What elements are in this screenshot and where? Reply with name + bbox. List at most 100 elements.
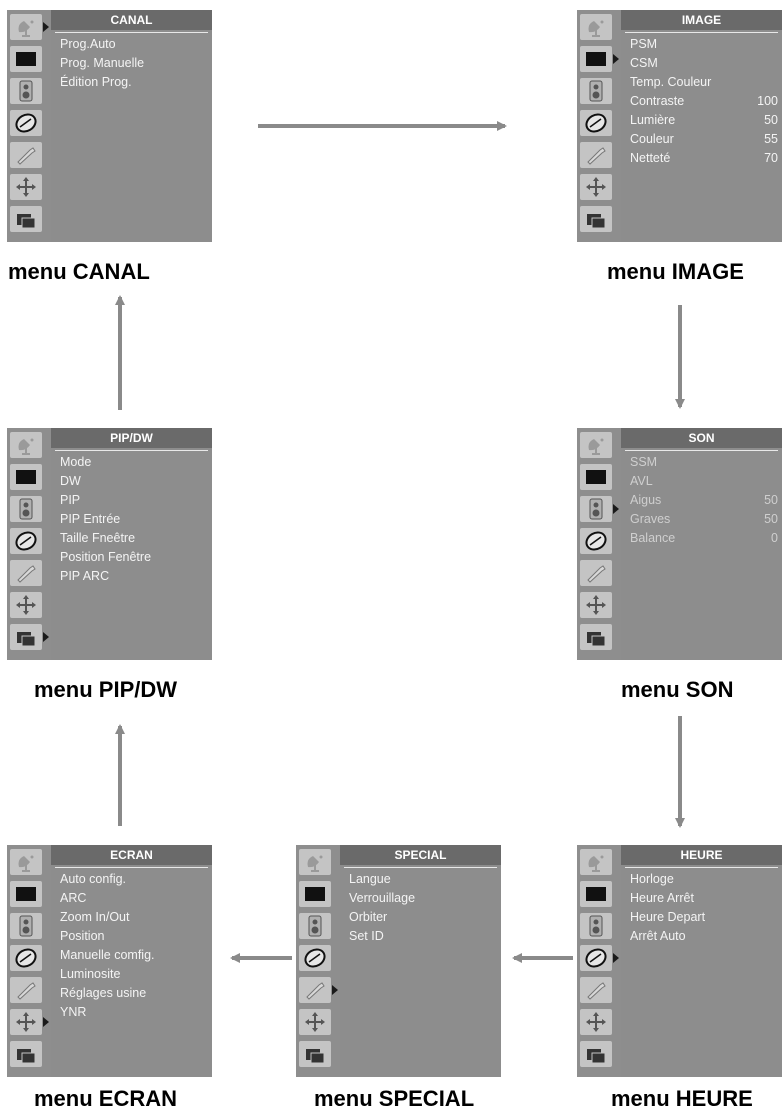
menu-item[interactable]: PIP bbox=[60, 493, 81, 507]
pip-icon[interactable] bbox=[580, 1041, 612, 1067]
pip-icon[interactable] bbox=[580, 206, 612, 232]
clock-icon[interactable] bbox=[10, 945, 42, 971]
speaker-icon[interactable] bbox=[299, 913, 331, 939]
clock-icon[interactable] bbox=[580, 528, 612, 554]
speaker-icon[interactable] bbox=[580, 913, 612, 939]
speaker-icon[interactable] bbox=[10, 913, 42, 939]
menu-item[interactable]: Manuelle comfig. bbox=[60, 948, 155, 962]
screen-icon[interactable] bbox=[580, 881, 612, 907]
pip-icon[interactable] bbox=[299, 1041, 331, 1067]
wrench-icon[interactable] bbox=[580, 142, 612, 168]
menu-item[interactable]: Position bbox=[60, 929, 105, 943]
clock-icon[interactable] bbox=[580, 945, 619, 971]
menu-item[interactable]: Arrêt Auto bbox=[630, 929, 686, 943]
item-value: 70 bbox=[764, 151, 778, 165]
move-arrows-icon[interactable] bbox=[299, 1009, 331, 1035]
item-value: 0 bbox=[771, 531, 778, 545]
menu-item[interactable]: Verrouillage bbox=[349, 891, 416, 905]
satellite-dish-icon[interactable] bbox=[580, 14, 612, 40]
menu-item[interactable]: Luminosite bbox=[60, 967, 121, 981]
menu-item[interactable]: Orbiter bbox=[349, 910, 388, 924]
menu-item[interactable]: Édition Prog. bbox=[60, 75, 132, 89]
menu-item[interactable]: ARC bbox=[60, 891, 87, 905]
menu-item[interactable]: PIP Entrée bbox=[60, 512, 121, 526]
speaker-icon[interactable] bbox=[10, 496, 42, 522]
menu-item[interactable]: Réglages usine bbox=[60, 986, 147, 1000]
move-arrows-icon[interactable] bbox=[10, 174, 42, 200]
menu-items: Auto config. ARC Zoom In/Out Position Ma… bbox=[60, 870, 208, 1022]
caption-image: menu IMAGE bbox=[607, 259, 744, 284]
pip-icon[interactable] bbox=[580, 624, 612, 650]
menu-panel: CANAL Prog.Auto Prog. Manuelle Édition P… bbox=[51, 10, 212, 242]
menu-item[interactable]: Temp. Couleur bbox=[630, 73, 778, 92]
item-label: CSM bbox=[630, 56, 658, 70]
screen-icon[interactable] bbox=[10, 46, 42, 72]
satellite-dish-icon[interactable] bbox=[580, 849, 612, 875]
satellite-dish-icon[interactable] bbox=[299, 849, 331, 875]
wrench-icon[interactable] bbox=[580, 977, 612, 1003]
screen-icon[interactable] bbox=[10, 881, 42, 907]
menu-item[interactable]: Mode bbox=[60, 455, 92, 469]
wrench-icon[interactable] bbox=[10, 560, 42, 586]
menu-item[interactable]: Horloge bbox=[630, 872, 674, 886]
wrench-icon[interactable] bbox=[580, 560, 612, 586]
menu-item[interactable]: SSM bbox=[630, 453, 778, 472]
menu-item[interactable]: Heure Arrêt bbox=[630, 891, 694, 905]
menu-item[interactable]: PSM bbox=[630, 35, 778, 54]
menu-item[interactable]: Set ID bbox=[349, 929, 384, 943]
clock-icon[interactable] bbox=[10, 110, 42, 136]
menu-title: ECRAN bbox=[51, 845, 212, 865]
satellite-dish-icon[interactable] bbox=[580, 432, 612, 458]
move-arrows-icon[interactable] bbox=[10, 592, 42, 618]
screen-icon[interactable] bbox=[10, 464, 42, 490]
screen-icon[interactable] bbox=[299, 881, 331, 907]
clock-icon[interactable] bbox=[580, 110, 612, 136]
menu-item[interactable]: Prog.Auto bbox=[60, 37, 116, 51]
title-divider bbox=[55, 450, 208, 451]
screen-icon[interactable] bbox=[580, 464, 612, 490]
wrench-icon[interactable] bbox=[10, 142, 42, 168]
speaker-icon[interactable] bbox=[580, 496, 619, 522]
move-arrows-icon[interactable] bbox=[580, 1009, 612, 1035]
pip-icon[interactable] bbox=[10, 206, 42, 232]
menu-item[interactable]: DW bbox=[60, 474, 81, 488]
menu-item[interactable]: YNR bbox=[60, 1005, 87, 1019]
menu-item[interactable]: Aigus 50 bbox=[630, 491, 778, 510]
menu-item[interactable]: Prog. Manuelle bbox=[60, 56, 145, 70]
wrench-icon[interactable] bbox=[299, 977, 338, 1003]
menu-item[interactable]: Zoom In/Out bbox=[60, 910, 130, 924]
pip-icon[interactable] bbox=[10, 624, 49, 650]
menu-pipdw-panel: PIP/DW Mode DW PIP PIP Entrée Taille Fne… bbox=[7, 428, 212, 660]
title-divider bbox=[625, 32, 778, 33]
satellite-dish-icon[interactable] bbox=[10, 14, 49, 40]
item-value: 50 bbox=[764, 493, 778, 507]
move-arrows-icon[interactable] bbox=[580, 592, 612, 618]
pip-icon[interactable] bbox=[10, 1041, 42, 1067]
menu-item[interactable]: Heure Depart bbox=[630, 910, 706, 924]
move-arrows-icon[interactable] bbox=[580, 174, 612, 200]
satellite-dish-icon[interactable] bbox=[10, 849, 42, 875]
move-arrows-icon[interactable] bbox=[10, 1009, 49, 1035]
satellite-dish-icon[interactable] bbox=[10, 432, 42, 458]
clock-icon[interactable] bbox=[299, 945, 331, 971]
menu-item[interactable]: AVL bbox=[630, 472, 778, 491]
menu-title: HEURE bbox=[621, 845, 782, 865]
menu-item[interactable]: Auto config. bbox=[60, 872, 127, 886]
menu-item[interactable]: Langue bbox=[349, 872, 391, 886]
speaker-icon[interactable] bbox=[580, 78, 612, 104]
menu-item[interactable]: CSM bbox=[630, 54, 778, 73]
clock-icon[interactable] bbox=[10, 528, 42, 554]
menu-item[interactable]: Position Fenêtre bbox=[60, 550, 152, 564]
wrench-icon[interactable] bbox=[10, 977, 42, 1003]
menu-item[interactable]: Taille Fneêtre bbox=[60, 531, 136, 545]
menu-item[interactable]: PIP ARC bbox=[60, 569, 110, 583]
screen-icon[interactable] bbox=[580, 46, 619, 72]
speaker-icon[interactable] bbox=[10, 78, 42, 104]
item-label: Aigus bbox=[630, 493, 662, 507]
